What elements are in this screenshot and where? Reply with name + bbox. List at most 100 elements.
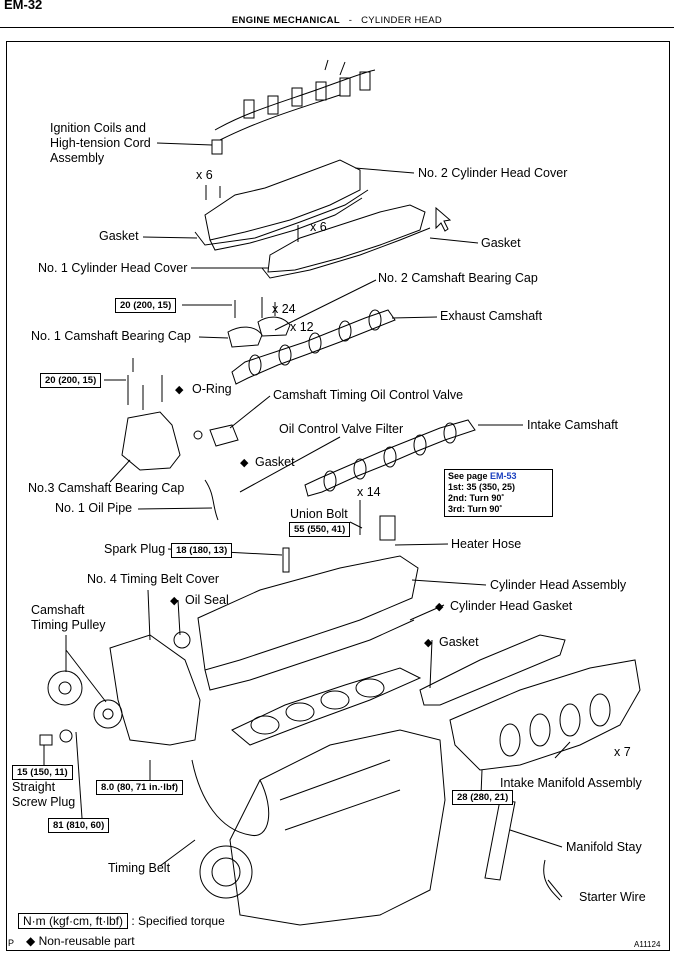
label-no2-head-cover: No. 2 Cylinder Head Cover <box>418 166 568 180</box>
torque-box-6: 8.0 (80, 71 in.·lbf) <box>96 780 184 795</box>
label-ignition-coils-line3: Assembly <box>50 151 105 165</box>
label-exhaust-camshaft: Exhaust Camshaft <box>440 309 543 323</box>
page-title: ENGINE MECHANICAL - CYLINDER HEAD <box>0 15 674 26</box>
no1-oil-pipe <box>204 479 219 521</box>
label-straight-plug: Straight Screw Plug <box>12 780 75 810</box>
torque-box-3: 55 (550, 41) <box>289 522 351 537</box>
torque-box-4: 18 (180, 13) <box>171 543 233 558</box>
figure-id: A11124 <box>634 940 661 949</box>
diagram-frame <box>6 41 670 951</box>
see-page-note: See page EM-53 1st: 35 (350, 25) 2nd: Tu… <box>444 469 553 517</box>
manifold-gasket <box>419 634 566 706</box>
label-head-gasket: Cylinder Head Gasket <box>450 599 573 613</box>
no1-bearing-cap <box>227 326 263 348</box>
camshaft-pulley-2 <box>93 699 123 729</box>
ignition-coil-harness <box>214 69 376 131</box>
label-straight-plug-line1: Straight <box>12 780 56 794</box>
legend-unit-text: : Specified torque <box>131 914 225 928</box>
label-gasket-mid: Gasket <box>255 455 295 469</box>
p-mark: P <box>8 938 15 948</box>
label-cam-pulley-line1: Camshaft <box>31 603 85 617</box>
bolts <box>127 185 361 535</box>
diamond-head-gasket: ◆ <box>435 601 444 613</box>
timing-belt-shape <box>191 759 270 836</box>
label-ignition-coils-line1: Ignition Coils and <box>50 121 146 135</box>
label-x12: x 12 <box>290 320 314 334</box>
subsection-title: CYLINDER HEAD <box>361 15 443 26</box>
label-timing-belt: Timing Belt <box>108 861 171 875</box>
see-page-line: See page EM-53 <box>448 471 549 482</box>
no3-bearing-cap <box>121 411 181 471</box>
label-manifold-stay: Manifold Stay <box>566 840 642 854</box>
no2-bearing-cap <box>257 316 291 337</box>
manifold-stay-shape <box>484 799 516 881</box>
cylinder-head-gasket <box>231 667 422 746</box>
label-ignition-coils-line2: High-tension Cord <box>50 136 151 150</box>
label-no2-cam-cap: No. 2 Camshaft Bearing Cap <box>378 271 538 285</box>
torque-box-7: 81 (810, 60) <box>48 818 110 833</box>
label-heater-hose: Heater Hose <box>451 537 522 551</box>
section-title: ENGINE MECHANICAL <box>231 15 340 26</box>
diamond-manifold-gasket: ◆ <box>424 637 433 649</box>
no4-timing-belt-cover <box>109 634 201 746</box>
torque-box-2: 20 (200, 15) <box>40 373 102 388</box>
mouse-cursor <box>435 206 452 232</box>
label-x7: x 7 <box>614 745 631 759</box>
label-gasket-left: Gasket <box>99 229 139 243</box>
label-x6-a: x 6 <box>196 168 213 182</box>
label-no1-oil-pipe: No. 1 Oil Pipe <box>55 501 133 515</box>
ignition-coils <box>211 59 371 155</box>
label-x6-b: x 6 <box>310 220 327 234</box>
label-cam-pulley: Camshaft Timing Pulley <box>31 603 106 633</box>
label-o-ring: O-Ring <box>192 382 232 396</box>
intake-manifold <box>449 659 641 771</box>
torque-box-1: 20 (200, 15) <box>115 298 177 313</box>
title-separator: - <box>348 15 353 26</box>
torque-step-2: 2nd: Turn 90˚ <box>448 493 505 503</box>
label-ignition-coils: Ignition Coils and High-tension Cord Ass… <box>50 121 151 166</box>
label-x24: x 24 <box>272 302 296 316</box>
torque-step-1: 1st: 35 (350, 25) <box>448 482 516 492</box>
label-no3-cam-cap: No.3 Camshaft Bearing Cap <box>28 481 185 495</box>
no2-head-cover <box>204 159 361 241</box>
label-gasket-right: Gasket <box>481 236 521 250</box>
diamond-oil-seal: ◆ <box>170 595 179 607</box>
label-oil-seal: Oil Seal <box>185 593 229 607</box>
see-page-link[interactable]: EM-53 <box>490 471 517 481</box>
label-intake-manifold: Intake Manifold Assembly <box>500 776 642 790</box>
starter-wire-shape <box>543 859 561 901</box>
gasket-left-shape <box>194 189 369 246</box>
torque-step-3: 3rd: Turn 90˚ <box>448 504 503 514</box>
legend-nonreusable: ◆ Non-reusable part <box>26 934 135 948</box>
spark-plug-shape <box>282 547 290 573</box>
label-straight-plug-line2: Screw Plug <box>12 795 76 809</box>
intake-camshaft <box>304 419 476 497</box>
label-manifold-gasket: Gasket <box>439 635 479 649</box>
header-rule <box>0 27 674 28</box>
engine-block <box>229 729 446 926</box>
legend-torque: N·m (kgf·cm, ft·lbf) : Specified torque <box>18 913 225 929</box>
oil-control-valve <box>209 424 239 447</box>
diamond-gasket-mid: ◆ <box>240 457 249 469</box>
legend-unit-box: N·m (kgf·cm, ft·lbf) <box>18 913 128 929</box>
label-head-assembly: Cylinder Head Assembly <box>490 578 627 592</box>
torque-box-5: 15 (150, 11) <box>12 765 73 780</box>
cylinder-head <box>197 555 419 671</box>
label-ocv: Camshaft Timing Oil Control Valve <box>273 388 464 402</box>
label-ocv-filter: Oil Control Valve Filter <box>279 422 404 436</box>
label-no1-head-cover: No. 1 Cylinder Head Cover <box>38 261 188 275</box>
label-spark-plug: Spark Plug <box>104 542 166 556</box>
heater-hose-shape <box>379 515 396 541</box>
legend-nonreuse-text: Non-reusable part <box>38 934 135 948</box>
no1-head-cover <box>267 204 426 273</box>
label-starter-wire: Starter Wire <box>579 890 646 904</box>
torque-box-8: 28 (280, 21) <box>452 790 514 805</box>
label-no1-cam-cap: No. 1 Camshaft Bearing Cap <box>31 329 191 343</box>
label-intake-camshaft: Intake Camshaft <box>527 418 619 432</box>
camshaft-pulley-1 <box>47 670 83 706</box>
page-code: EM-32 <box>4 0 43 12</box>
legend-diamond: ◆ <box>26 934 36 948</box>
diamond-o-ring: ◆ <box>175 384 184 396</box>
label-union-bolt: Union Bolt <box>290 507 348 521</box>
